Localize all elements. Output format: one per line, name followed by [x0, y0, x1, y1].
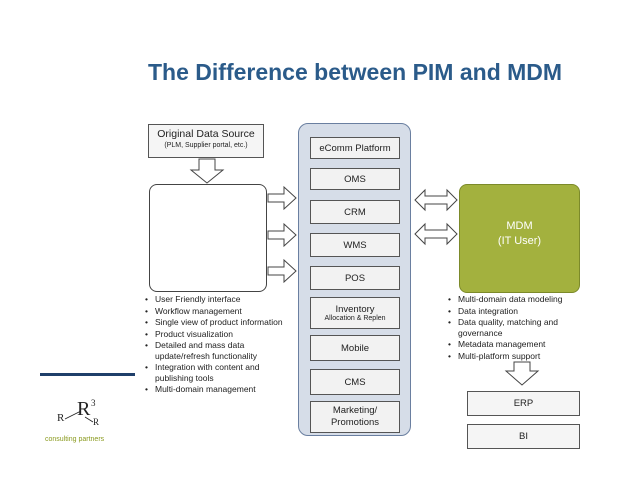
system-mobile: Mobile: [310, 335, 400, 361]
list-item: Data quality, matching and governance: [447, 317, 597, 338]
company-logo: R 3 R R consulting partners: [45, 398, 105, 443]
system-label: Inventory: [335, 304, 375, 315]
list-item: Multi-domain management: [144, 384, 294, 395]
arrow-right-icon: [267, 222, 297, 248]
system-label: WMS: [343, 239, 367, 251]
system-label: Marketing/ Promotions: [330, 405, 380, 428]
svg-text:R: R: [57, 412, 65, 424]
list-item: Workflow management: [144, 306, 294, 317]
list-item: Multi-domain data modeling: [447, 294, 597, 305]
system-cms: CMS: [310, 369, 400, 395]
logo-text: consulting partners: [45, 436, 105, 443]
page-title: The Difference between PIM and MDM: [148, 59, 563, 85]
output-label: BI: [519, 431, 528, 442]
list-item: Metadata management: [447, 339, 597, 350]
mdm-title: MDM: [506, 220, 533, 232]
arrow-double-icon: [414, 222, 458, 246]
system-label: OMS: [344, 173, 366, 185]
arrow-double-icon: [414, 188, 458, 212]
arrow-right-icon: [267, 185, 297, 211]
svg-text:3: 3: [91, 398, 96, 408]
system-pos: POS: [310, 266, 400, 290]
arrow-right-icon: [267, 258, 297, 284]
original-data-source-box: Original Data Source (PLM, Supplier port…: [148, 124, 264, 158]
mdm-subtitle: (IT User): [497, 235, 542, 247]
list-item: Detailed and mass data update/refresh fu…: [144, 340, 294, 361]
mdm-box: MDM (IT User): [459, 184, 580, 293]
list-item: Single view of product information: [144, 317, 294, 328]
bi-box: BI: [467, 424, 580, 449]
list-item: Multi-platform support: [447, 351, 597, 362]
source-subtitle: (PLM, Supplier portal, etc.): [164, 142, 248, 149]
system-marketing-promotions: Marketing/ Promotions: [310, 401, 400, 433]
erp-box: ERP: [467, 391, 580, 416]
svg-text:R: R: [77, 398, 91, 420]
system-ecomm-platform: eComm Platform: [310, 137, 400, 159]
divider-line: [40, 373, 135, 376]
system-oms: OMS: [310, 168, 400, 190]
list-item: User Friendly interface: [144, 294, 294, 305]
mdm-features-list: Multi-domain data modeling Data integrat…: [447, 294, 597, 362]
system-label: Mobile: [341, 342, 369, 354]
system-label: POS: [344, 272, 366, 284]
system-label: CMS: [344, 376, 366, 388]
arrow-down-icon: [504, 361, 540, 386]
system-crm: CRM: [310, 200, 400, 224]
system-wms: WMS: [310, 233, 400, 257]
output-label: ERP: [513, 398, 534, 409]
system-label: eComm Platform: [319, 142, 391, 154]
system-label: CRM: [344, 206, 366, 218]
svg-text:R: R: [93, 417, 99, 427]
list-item: Product visualization: [144, 329, 294, 340]
pim-features-list: User Friendly interface Workflow managem…: [144, 294, 294, 396]
system-sublabel: Allocation & Replen: [324, 315, 386, 322]
source-title: Original Data Source: [157, 128, 255, 140]
arrow-down-icon: [189, 158, 225, 184]
list-item: Data integration: [447, 306, 597, 317]
list-item: Integration with content and publishing …: [144, 362, 294, 383]
system-inventory: Inventory Allocation & Replen: [310, 297, 400, 329]
pim-box: [149, 184, 267, 292]
